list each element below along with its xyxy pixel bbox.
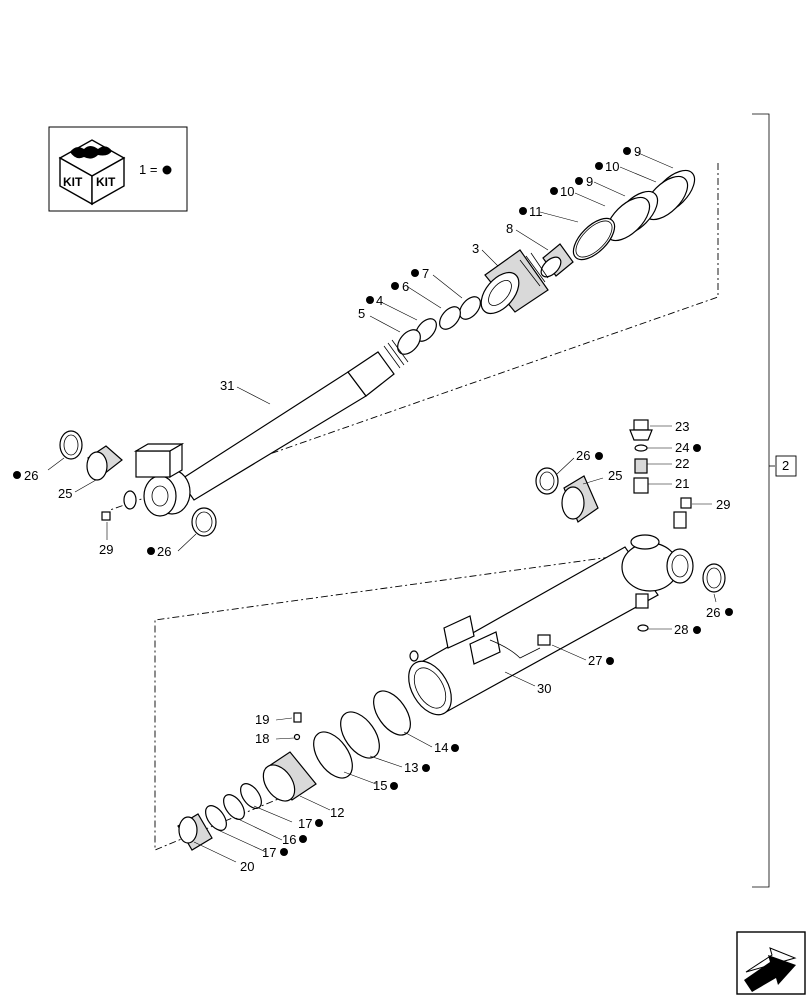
label-26d: 26 (706, 605, 720, 620)
kit-equation: 1 = (139, 162, 157, 177)
gland-seal-rings (397, 296, 481, 355)
label-30: 30 (537, 681, 551, 696)
bushing-8 (540, 243, 574, 278)
label-11: 11 (529, 204, 543, 219)
label-27: 27 (588, 653, 602, 668)
label-12: 12 (330, 805, 344, 820)
page-ref-number: 2 (782, 458, 789, 473)
kit-text-right: KIT (96, 175, 116, 189)
label-15: 15 (373, 778, 387, 793)
piston-assembly-lower (177, 690, 411, 851)
label-29a: 29 (99, 542, 113, 557)
kit-legend: KIT KIT 1 = (48, 126, 188, 212)
next-page-arrow-icon[interactable] (736, 931, 806, 995)
label-7: 7 (422, 266, 429, 281)
kit-text-left: KIT (63, 175, 83, 189)
assembly-boundary-line-lower (154, 554, 626, 851)
label-5: 5 (358, 306, 365, 321)
label-29b: 29 (716, 497, 730, 512)
label-9b: 9 (586, 174, 593, 189)
label-8: 8 (506, 221, 513, 236)
piston-rod-31 (123, 339, 409, 517)
leader-lines (47, 151, 717, 863)
label-22: 22 (675, 456, 689, 471)
kit-dot-icon (162, 165, 172, 175)
label-17a: 17 (298, 816, 312, 831)
label-23: 23 (675, 419, 689, 434)
label-10b: 10 (560, 184, 574, 199)
kit-box-icon: KIT KIT (58, 139, 126, 206)
piston-seal-rings (572, 169, 696, 261)
label-4: 4 (376, 293, 383, 308)
label-26b: 26 (157, 544, 171, 559)
label-24: 24 (675, 440, 689, 455)
label-13: 13 (404, 760, 418, 775)
page-bracket: 2 (752, 113, 797, 888)
label-25a: 25 (58, 486, 72, 501)
label-31: 31 (220, 378, 234, 393)
label-28: 28 (674, 622, 688, 637)
label-20: 20 (240, 859, 254, 874)
label-18: 18 (255, 731, 269, 746)
cylinder-gland-3 (480, 249, 549, 315)
label-17b: 17 (262, 845, 276, 860)
part-labels: 9 10 9 10 11 8 3 7 6 4 5 31 26 25 29 26 … (13, 144, 733, 874)
label-3: 3 (472, 241, 479, 256)
label-10a: 10 (605, 159, 619, 174)
label-21: 21 (675, 476, 689, 491)
label-16: 16 (282, 832, 296, 847)
label-9a: 9 (634, 144, 641, 159)
label-26a: 26 (24, 468, 38, 483)
label-19: 19 (255, 712, 269, 727)
label-26c: 26 (576, 448, 590, 463)
label-14: 14 (434, 740, 448, 755)
label-25b: 25 (608, 468, 622, 483)
rod-end-bushing-left (59, 430, 217, 537)
label-6: 6 (402, 279, 409, 294)
barrel-end-fittings (535, 419, 726, 632)
cylinder-barrel-30 (408, 511, 694, 716)
